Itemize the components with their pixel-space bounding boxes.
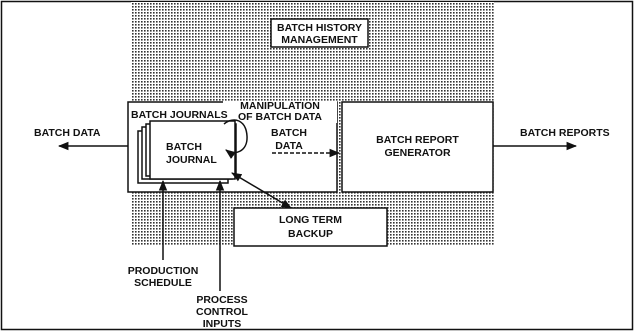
report-generator-line1: BATCH REPORT: [376, 134, 459, 146]
long-term-backup-line1: LONG TERM: [279, 214, 342, 226]
batch-reports-output-label: BATCH REPORTS: [520, 127, 610, 139]
backup-exchange-arrow: [231, 172, 292, 209]
title-line2: MANAGEMENT: [281, 34, 358, 46]
title-line1: BATCH HISTORY: [277, 22, 362, 34]
batch-data-inner-line1: BATCH: [271, 127, 307, 139]
manipulation-line2: OF BATCH DATA: [238, 111, 322, 123]
title-box: [270, 18, 369, 48]
manipulation-label-bg: [223, 101, 337, 123]
production-schedule-line1: PRODUCTION: [128, 265, 199, 277]
process-control-line2: CONTROL: [196, 306, 248, 318]
journal-card-front: [149, 120, 236, 180]
report-generator-box: [341, 101, 494, 193]
long-term-backup-box: [233, 207, 388, 247]
production-schedule-line2: SCHEDULE: [134, 277, 192, 289]
batch-data-inner-line2: DATA: [275, 140, 303, 152]
journal-card-line1: BATCH: [166, 141, 202, 153]
journal-card-line2: JOURNAL: [166, 154, 217, 166]
batch-journals-label: BATCH JOURNALS: [131, 109, 228, 121]
batch-data-output-label: BATCH DATA: [34, 127, 101, 139]
report-generator-line2: GENERATOR: [384, 147, 451, 159]
manipulation-loop-arrow: [223, 119, 248, 160]
long-term-backup-line2: BACKUP: [288, 228, 333, 240]
process-control-line3: INPUTS: [203, 318, 242, 330]
process-control-line1: PROCESS: [196, 294, 247, 306]
manipulation-line1: MANIPULATION: [240, 100, 320, 112]
